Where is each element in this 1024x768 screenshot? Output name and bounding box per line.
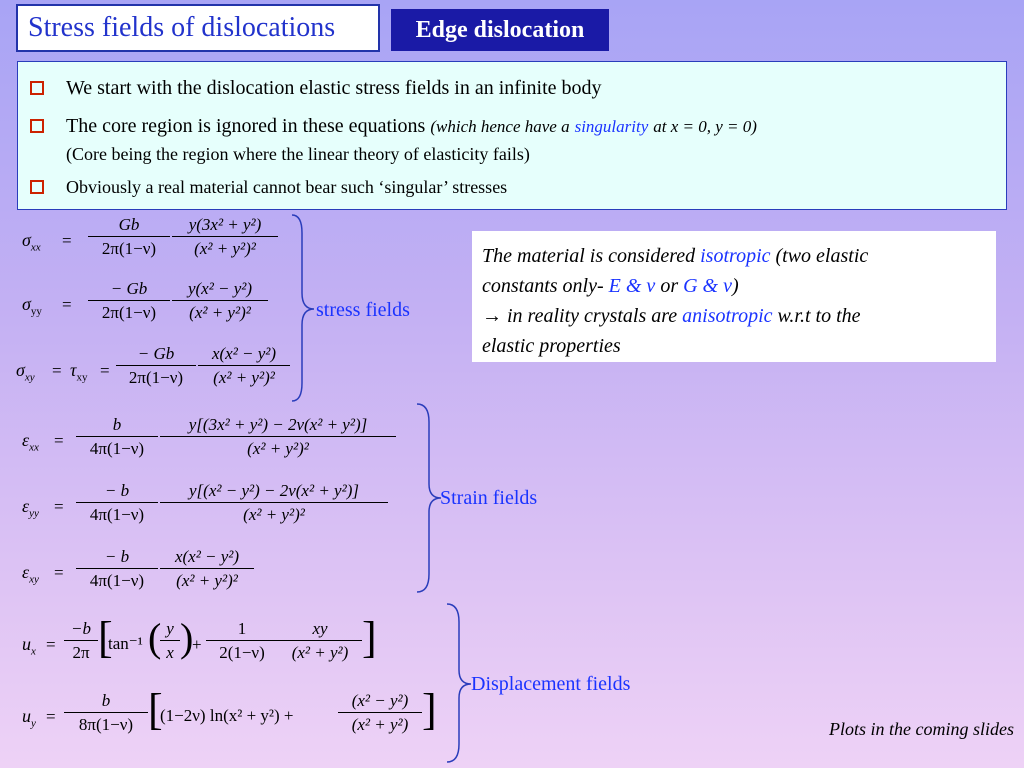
info-panel: We start with the dislocation elastic st… <box>17 61 1007 210</box>
bullet-2-text: The core region is ignored in these equa… <box>66 115 426 137</box>
slide-subtitle: Edge dislocation <box>391 9 609 51</box>
bullet-3: Obviously a real material cannot bear su… <box>30 176 508 198</box>
note-line-1: The material is considered isotropic (tw… <box>482 245 869 267</box>
note-line-2: constants only- E & ν or G & ν) <box>482 275 739 297</box>
strain-fields-label: Strain fields <box>440 487 538 509</box>
isotropic-term: isotropic <box>700 245 771 267</box>
bullet-2: The core region is ignored in these equa… <box>30 115 757 138</box>
checkbox-bullet-icon <box>30 81 44 95</box>
displacement-brace <box>446 603 472 763</box>
stress-fields-label: stress fields <box>316 299 410 321</box>
fraction: x(x² − y²)(x² + y²)² <box>198 343 290 390</box>
fraction: xy(x² + y²) <box>278 618 362 665</box>
strain-brace <box>416 403 442 593</box>
footer-note: Plots in the coming slides <box>829 719 1014 739</box>
note-line-4: elastic properties <box>482 335 621 357</box>
bullet-1-text: We start with the dislocation elastic st… <box>66 77 602 99</box>
slide-title: Stress fields of dislocations <box>16 4 380 52</box>
fraction: y(3x² + y²)(x² + y²)² <box>172 214 278 261</box>
fraction: (x² − y²)(x² + y²) <box>338 690 422 737</box>
anisotropic-term: anisotropic <box>682 305 773 327</box>
singularity-term: singularity <box>574 117 649 136</box>
bullet-2-subtext: (Core being the region where the linear … <box>66 144 530 164</box>
note-line-3: → in reality crystals are anisotropic w.… <box>482 305 861 327</box>
bullet-2-italic-a: (which hence have a <box>430 117 570 136</box>
fraction: x(x² − y²)(x² + y²)² <box>160 546 254 593</box>
stress-brace <box>291 214 315 402</box>
checkbox-bullet-icon <box>30 180 44 194</box>
bullet-1: We start with the dislocation elastic st… <box>30 77 602 99</box>
checkbox-bullet-icon <box>30 119 44 133</box>
isotropy-note: The material is considered isotropic (tw… <box>472 231 996 362</box>
fraction: y[(x² − y²) − 2ν(x² + y²)](x² + y²)² <box>160 480 388 527</box>
fraction: y(x² − y²)(x² + y²)² <box>172 278 268 325</box>
fraction: y[(3x² + y²) − 2ν(x² + y²)](x² + y²)² <box>160 414 396 461</box>
displacement-fields-label: Displacement fields <box>471 673 631 695</box>
bullet-3-text: Obviously a real material cannot bear su… <box>66 177 508 197</box>
bullet-2-italic-b: at x = 0, y = 0) <box>653 117 757 136</box>
